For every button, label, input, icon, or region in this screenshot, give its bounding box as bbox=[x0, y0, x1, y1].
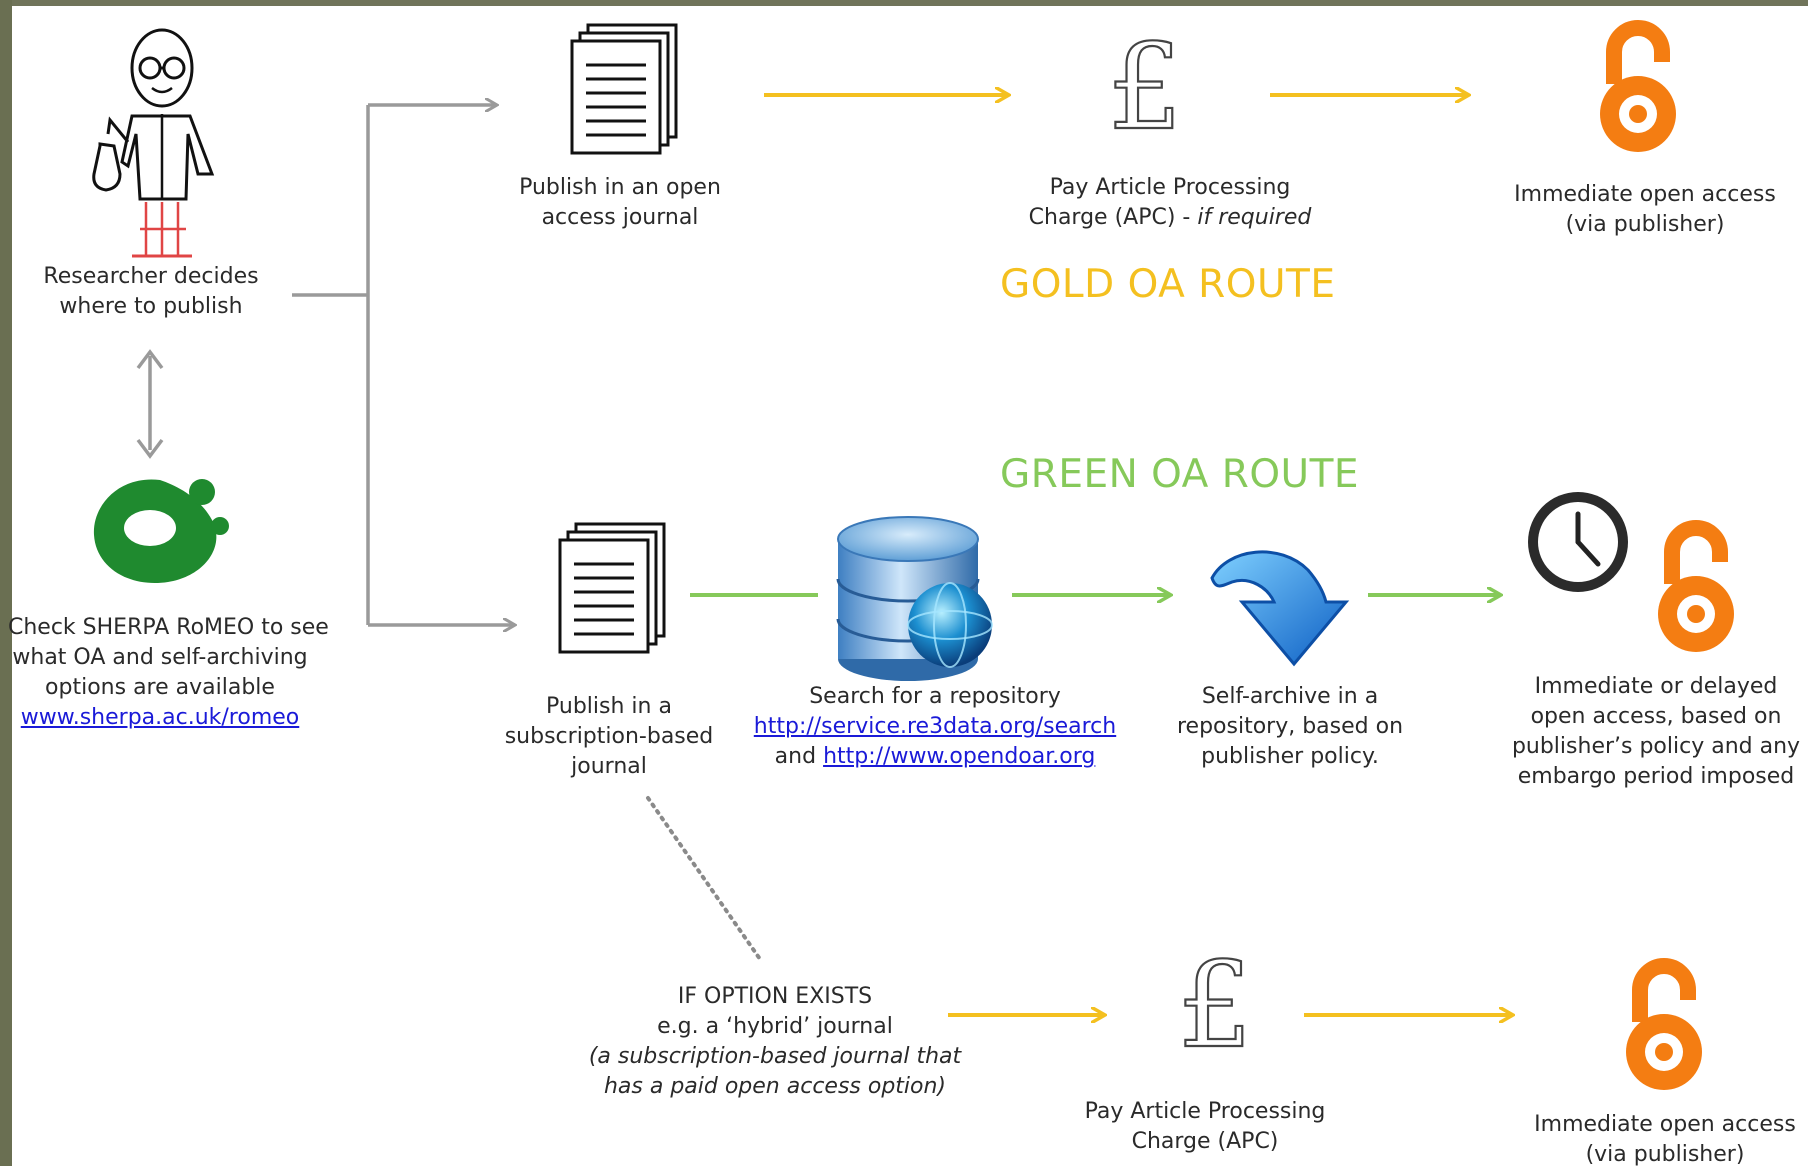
gold-pay-caption: Pay Article Processing Charge (APC) - if… bbox=[1010, 173, 1330, 233]
hybrid-option-note-line-2: has a paid open access option) bbox=[603, 1074, 947, 1099]
dotted-line-to-hybrid bbox=[646, 796, 764, 964]
green-archive-line-1: Self-archive in a bbox=[1201, 684, 1379, 709]
green-search-and: and bbox=[774, 744, 824, 769]
opendoar-link[interactable]: http://www.opendoar.org bbox=[823, 744, 1096, 769]
hybrid-pay-line-1: Pay Article Processing bbox=[1084, 1099, 1326, 1124]
green-access-caption: Immediate or delayed open access, based … bbox=[1510, 672, 1802, 792]
green-search-caption: Search for a repository http://service.r… bbox=[740, 682, 1130, 772]
green-access-line-3: publisher’s policy and any bbox=[1511, 734, 1801, 759]
gold-pound-icon bbox=[1104, 16, 1186, 158]
gold-open-access-icon bbox=[1600, 28, 1676, 152]
sherpa-caption-line-3: options are available bbox=[45, 675, 275, 700]
hybrid-option-caption: IF OPTION EXISTS e.g. a ‘hybrid’ journal… bbox=[570, 982, 980, 1102]
researcher-branch-connector bbox=[292, 105, 514, 625]
researcher-caption-line-2: where to publish bbox=[59, 294, 243, 319]
hybrid-access-line-1: Immediate open access bbox=[1534, 1112, 1796, 1137]
green-search-line-3: and http://www.opendoar.org bbox=[740, 742, 1130, 772]
green-publish-caption: Publish in a subscription-based journal bbox=[494, 692, 724, 782]
gold-pay-if-required: if required bbox=[1197, 205, 1312, 230]
hybrid-access-line-2: (via publisher) bbox=[1585, 1142, 1745, 1167]
gold-pay-line-2-prefix: Charge (APC) - bbox=[1028, 205, 1198, 230]
hybrid-pound-icon bbox=[1174, 934, 1256, 1076]
sherpa-caption-line-2: what OA and self-archiving bbox=[12, 645, 308, 670]
green-archive-line-2: repository, based on bbox=[1176, 714, 1404, 739]
repository-database-icon bbox=[836, 516, 993, 681]
hybrid-open-access-icon bbox=[1626, 966, 1702, 1090]
sherpa-romeo-link[interactable]: www.sherpa.ac.uk/romeo bbox=[20, 705, 300, 730]
gold-publish-line-2: access journal bbox=[541, 205, 699, 230]
hybrid-access-caption: Immediate open access (via publisher) bbox=[1520, 1110, 1808, 1170]
green-archive-line-3: publisher policy. bbox=[1201, 744, 1379, 769]
researcher-icon bbox=[92, 28, 215, 258]
green-access-line-4: embargo period imposed bbox=[1517, 764, 1795, 789]
hybrid-pay-line-2: Charge (APC) bbox=[1131, 1129, 1279, 1154]
gold-access-line-1: Immediate open access bbox=[1514, 182, 1776, 207]
green-publish-line-3: journal bbox=[571, 754, 647, 779]
green-open-access-icon bbox=[1658, 528, 1734, 652]
sherpa-caption-line-1: Check SHERPA RoMEO to see bbox=[8, 615, 329, 640]
green-access-line-2: open access, based on bbox=[1530, 704, 1782, 729]
frame-top-border bbox=[0, 0, 1808, 6]
gold-publish-line-1: Publish in an open bbox=[519, 175, 721, 200]
frame-left-border bbox=[0, 0, 12, 1166]
gold-route-label: GOLD OA ROUTE bbox=[1000, 262, 1336, 307]
subscription-journal-document-icon bbox=[558, 522, 666, 654]
re3data-link[interactable]: http://service.re3data.org/search bbox=[753, 714, 1117, 739]
hybrid-option-note-line-1: (a subscription-based journal that bbox=[588, 1044, 962, 1069]
green-search-title: Search for a repository bbox=[809, 684, 1061, 709]
green-archive-caption: Self-archive in a repository, based on p… bbox=[1160, 682, 1420, 772]
hybrid-option-title: IF OPTION EXISTS bbox=[677, 984, 873, 1009]
green-publish-line-2: subscription-based bbox=[504, 724, 714, 749]
sherpa-caption: Check SHERPA RoMEO to see what OA and se… bbox=[8, 613, 329, 733]
hybrid-pay-caption: Pay Article Processing Charge (APC) bbox=[1060, 1097, 1350, 1157]
self-archive-arrow-icon bbox=[1210, 550, 1350, 667]
researcher-sherpa-double-arrow bbox=[136, 349, 164, 459]
gold-access-line-2: (via publisher) bbox=[1565, 212, 1725, 237]
clock-icon bbox=[1528, 492, 1628, 592]
sherpa-romeo-logo bbox=[93, 479, 229, 584]
researcher-caption: Researcher decides where to publish bbox=[20, 262, 282, 322]
green-route-label: GREEN OA ROUTE bbox=[1000, 452, 1360, 497]
gold-access-caption: Immediate open access (via publisher) bbox=[1500, 180, 1790, 240]
gold-pay-line-1: Pay Article Processing bbox=[1049, 175, 1291, 200]
gold-publish-caption: Publish in an open access journal bbox=[500, 173, 740, 233]
researcher-caption-line-1: Researcher decides bbox=[43, 264, 259, 289]
open-journal-document-icon bbox=[570, 23, 678, 155]
green-publish-line-1: Publish in a bbox=[546, 694, 672, 719]
hybrid-option-example: e.g. a ‘hybrid’ journal bbox=[657, 1014, 893, 1039]
gold-pay-line-2: Charge (APC) - if required bbox=[1010, 203, 1330, 233]
green-access-line-1: Immediate or delayed bbox=[1534, 674, 1778, 699]
